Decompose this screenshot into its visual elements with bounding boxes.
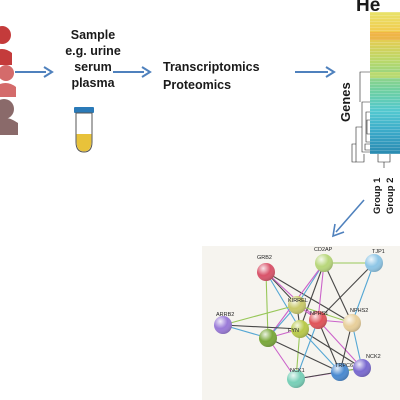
sample-description: Sample e.g. urine serum plasma bbox=[65, 28, 121, 90]
network-label-nck1: NCK1 bbox=[290, 368, 305, 374]
omics-methods: Transcriptomics Proteomics bbox=[163, 60, 260, 92]
protein-network-image: GRB2 CD2AP TJP1 KIRREL NPHS1 NPHS2 ARRB2… bbox=[202, 246, 400, 400]
network-node-fyn bbox=[291, 320, 309, 338]
network-node-cd2ap bbox=[315, 254, 333, 272]
network-label-grb2: GRB2 bbox=[257, 255, 272, 261]
network-label-nck2: NCK2 bbox=[366, 354, 381, 360]
network-node-tjp1 bbox=[365, 254, 383, 272]
network-node-green bbox=[259, 329, 277, 347]
network-node-trpc6 bbox=[331, 363, 349, 381]
network-node-kirrel bbox=[288, 296, 306, 314]
arrow-icon bbox=[113, 66, 152, 78]
network-node-nphs1 bbox=[309, 311, 327, 329]
network-label-fyn: FYN bbox=[288, 328, 299, 334]
people-icon bbox=[0, 26, 18, 135]
test-tube-icon bbox=[74, 107, 94, 153]
network-node-nck1 bbox=[287, 370, 305, 388]
network-label-nphs1: NPHS1 bbox=[310, 311, 328, 317]
network-node-grb2 bbox=[257, 263, 275, 281]
network-label-nphs2: NPHS2 bbox=[350, 308, 368, 314]
network-label-tjp1: TJP1 bbox=[372, 249, 385, 255]
arrow-icon bbox=[331, 199, 365, 238]
heatmap-x-label-group-1: Group 1 bbox=[372, 177, 383, 214]
heatmap-x-label-group-2: Group 2 bbox=[385, 177, 396, 214]
network-node-nphs2 bbox=[343, 314, 361, 332]
network-label-trpc6: TRPC6 bbox=[335, 363, 353, 369]
network-label-cd2ap: CD2AP bbox=[314, 247, 333, 253]
arrow-icon bbox=[295, 66, 336, 78]
heatmap-image bbox=[351, 12, 400, 168]
network-node-arrb2 bbox=[214, 316, 232, 334]
arrow-icon bbox=[15, 66, 54, 78]
network-label-kirrel: KIRREL bbox=[288, 298, 308, 304]
network-node-nck2 bbox=[353, 359, 371, 377]
network-label-arrb2: ARRB2 bbox=[216, 312, 234, 318]
